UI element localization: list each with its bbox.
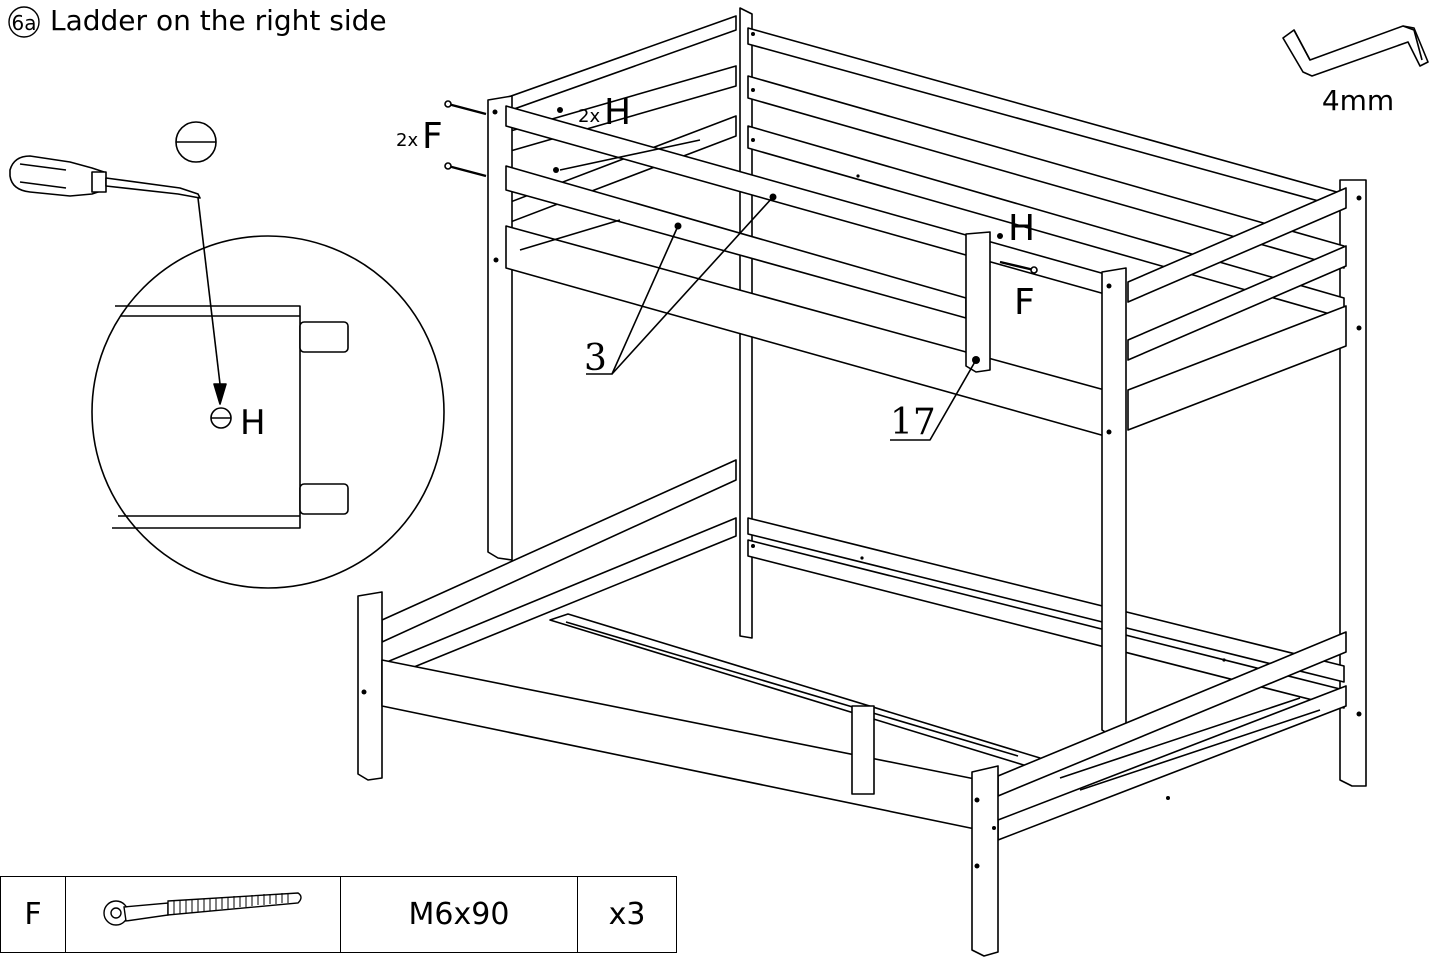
step-number: 6a [12, 11, 37, 35]
screw-h-top-left [553, 107, 563, 173]
screw-h-right [997, 233, 1003, 239]
part-qty-cell: x3 [577, 876, 677, 953]
hex-key-icon [1282, 25, 1429, 77]
detail-screw-label: H [240, 403, 266, 443]
step-title-text: Ladder on the right side [50, 4, 387, 37]
slotted-head-icon [175, 121, 217, 163]
part-icon-cell [65, 876, 341, 953]
left-bolts-code: F [422, 116, 443, 157]
left-screws-code: H [604, 92, 631, 133]
step-title: 6a Ladder on the right side [8, 4, 387, 38]
part-leaders [586, 196, 977, 441]
bolt-f-right [999, 260, 1038, 274]
detail-magnifier [91, 197, 445, 589]
part-code-cell: F [0, 876, 66, 953]
right-bolt-code: F [1014, 282, 1035, 323]
left-screws-qty: 2x [578, 106, 600, 127]
right-screw-code: H [1008, 208, 1035, 249]
parts-table: F M6x90 x3 [0, 876, 677, 953]
part-rails-label: 3 [584, 338, 607, 379]
allen-bolt-icon [103, 891, 302, 926]
table-row: F M6x90 x3 [0, 876, 677, 953]
part-ladder-post-label: 17 [890, 402, 936, 443]
flat-screwdriver-icon [9, 155, 201, 199]
bolt-f-top-left [444, 100, 487, 178]
part-size-cell: M6x90 [340, 876, 578, 953]
tool-size-label: 4mm [1322, 84, 1394, 117]
left-bolts-qty: 2x [396, 130, 418, 151]
bunk-bed-frame [357, 7, 1367, 957]
